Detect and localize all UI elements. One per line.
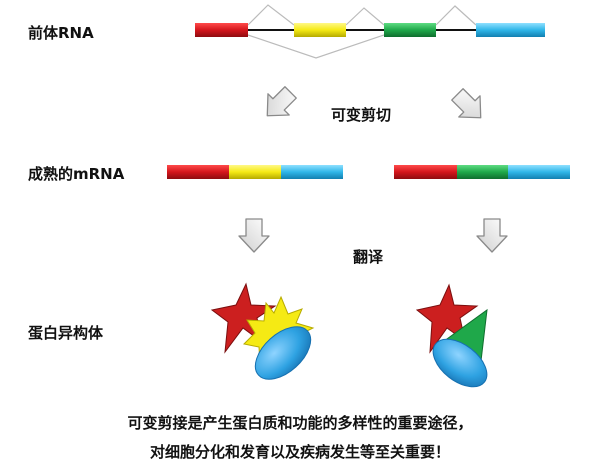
pre-rna-gene	[195, 4, 545, 59]
mature-mrna-isoform-2	[394, 165, 570, 179]
arrow-down-right-icon	[451, 88, 482, 119]
exon-blue	[508, 165, 570, 179]
exon-blue	[476, 23, 545, 37]
splice-junction-lines-3	[435, 5, 477, 26]
isoform-label: 蛋白异构体	[28, 324, 104, 342]
pre-rna-label: 前体RNA	[28, 24, 94, 42]
ellipse-domain	[432, 338, 488, 388]
mature-mrna-isoform-1	[167, 165, 343, 179]
exon-yellow	[294, 23, 346, 37]
splice-junction-lines	[247, 4, 295, 26]
exon-yellow	[229, 165, 281, 179]
skip-junction-lines	[247, 34, 385, 59]
caption-line-2: 对细胞分化和发育以及疾病发生等至关重要！	[149, 443, 450, 461]
exon-red	[195, 23, 248, 37]
ellipse-domain	[254, 326, 312, 380]
exon-red	[167, 165, 229, 179]
protein-isoform-1	[210, 282, 315, 380]
alt-splicing-label: 可变剪切	[331, 106, 392, 124]
caption-line-1: 可变剪接是产生蛋白质和功能的多样性的重要途径，	[127, 414, 473, 432]
mature-mrna-label: 成熟的mRNA	[28, 165, 125, 183]
translation-label: 翻译	[353, 248, 384, 266]
exon-blue	[281, 165, 343, 179]
arrow-down-icon	[238, 218, 270, 253]
exon-red	[394, 165, 457, 179]
splice-junction-lines-2	[345, 7, 385, 26]
exon-green	[457, 165, 508, 179]
protein-isoform-2	[415, 283, 488, 388]
arrow-down-left-icon	[266, 86, 297, 117]
arrow-down-icon-2	[476, 218, 508, 253]
exon-green	[384, 23, 436, 37]
